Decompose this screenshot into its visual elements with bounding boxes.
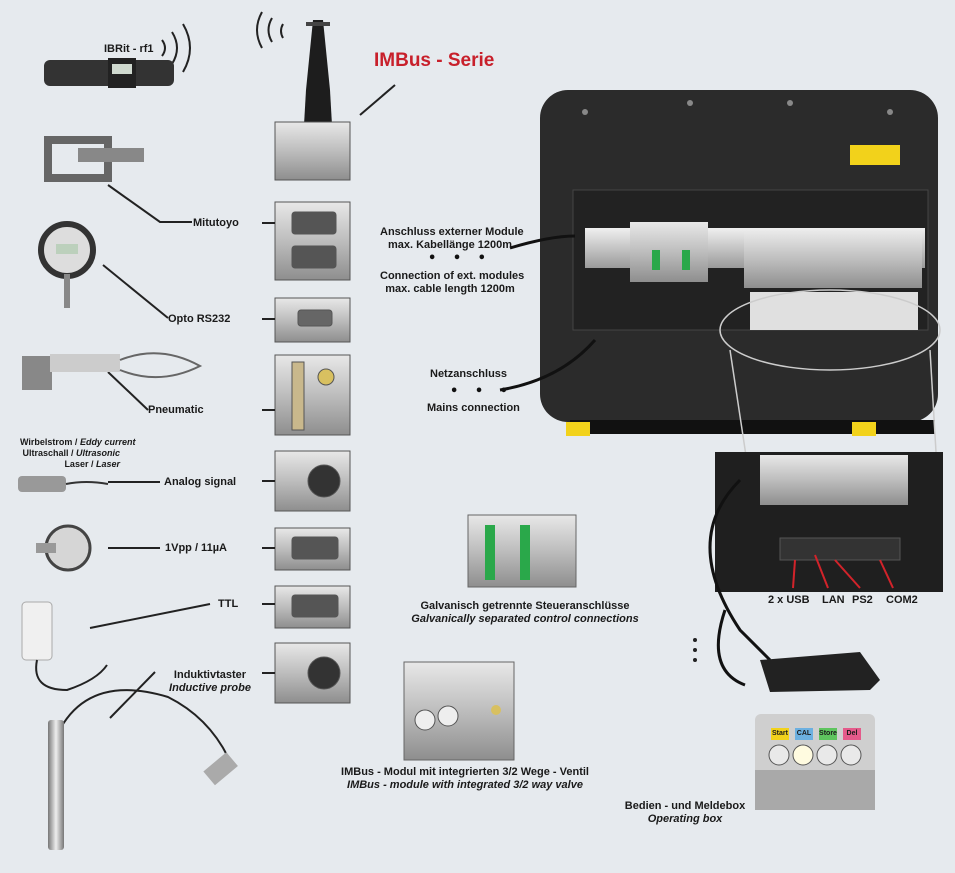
label-operating-box: Bedien - und Meldebox Operating box xyxy=(624,800,746,825)
label-analog: Analog signal xyxy=(164,476,237,488)
box-button-cal: CAL xyxy=(796,730,812,737)
label-sensor-types: Wirbelstrom / Eddy current Ultraschall /… xyxy=(20,437,136,469)
port-ps2: PS2 xyxy=(852,594,873,606)
control-panel-graphic xyxy=(540,90,941,536)
label-1vpp: 1Vpp / 11µA xyxy=(165,542,227,554)
label-mains-de: Netzanschluss xyxy=(430,368,508,380)
label-ttl: TTL xyxy=(218,598,239,610)
galvanic-module-graphic xyxy=(467,514,577,588)
wireless-waves xyxy=(161,11,284,73)
box-button-store: Store xyxy=(819,730,837,737)
port-usb: 2 x USB xyxy=(768,594,810,606)
label-ext-modules-en: Connection of ext. modules max. cable le… xyxy=(380,270,525,295)
box-button-del: Del xyxy=(846,730,858,737)
label-ibrit: IBRit - rf1 xyxy=(104,43,154,55)
operating-box-graphic xyxy=(755,714,875,810)
label-mitutoyo: Mitutoyo xyxy=(193,217,239,229)
sensor-graphics xyxy=(18,58,238,850)
dots-ext: • • • xyxy=(428,251,492,266)
label-galvanic: Galvanisch getrennte Steueranschlüsse Ga… xyxy=(411,600,639,625)
label-valve-module: IMBus - Modul mit integrierten 3/2 Wege … xyxy=(341,766,589,791)
valve-module-graphic xyxy=(403,661,515,761)
label-mains-en: Mains connection xyxy=(427,402,520,414)
dots-mains: • • • xyxy=(450,384,514,399)
label-pneumatic: Pneumatic xyxy=(148,404,204,416)
cables xyxy=(499,234,772,687)
box-button-start: Start xyxy=(772,730,788,737)
port-lan: LAN xyxy=(822,594,845,606)
label-opto: Opto RS232 xyxy=(168,313,231,325)
port-com2: COM2 xyxy=(886,594,918,606)
label-ext-modules-de: Anschluss externer Module max. Kabelläng… xyxy=(380,226,524,251)
port-box-graphic xyxy=(715,452,943,592)
cable-break-dots xyxy=(693,638,697,662)
label-inductive-probe: Induktivtaster Inductive probe xyxy=(169,669,251,694)
foot-pedal-graphic xyxy=(760,652,880,692)
imbus-module-stack xyxy=(274,121,351,704)
leader-lines xyxy=(89,184,275,719)
page-title: IMBus - Serie xyxy=(374,50,495,71)
